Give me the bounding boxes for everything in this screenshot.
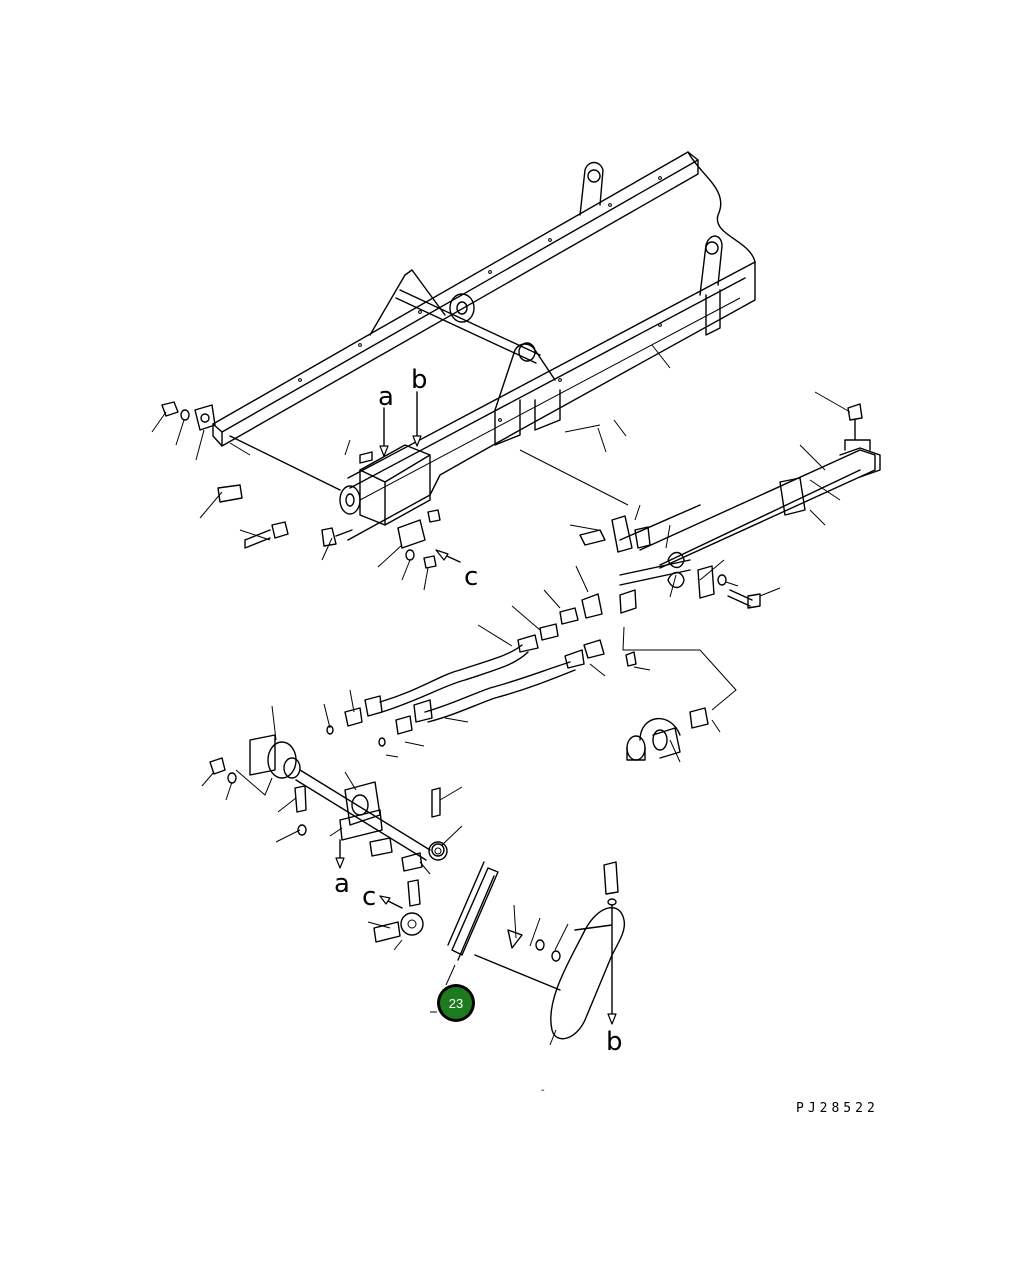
- leader-lines-motor: [201, 705, 463, 875]
- hydraulic-cylinder-right: [579, 403, 881, 614]
- view-letter-a-bottom: a: [334, 869, 350, 899]
- callout-badge-label: 23: [449, 996, 463, 1011]
- leader-lines-top: [151, 344, 671, 591]
- view-letter-c-right: c: [464, 562, 478, 592]
- callout-badge-fill: [440, 987, 472, 1019]
- leader-lines-hoses: [323, 565, 606, 758]
- view-letter-c-bottom: c: [362, 882, 376, 912]
- chain-guard-cover: [474, 861, 626, 1046]
- drive-housing: [339, 444, 431, 526]
- cross-shaft: [369, 269, 561, 446]
- view-arrow-a-bottom: [335, 839, 345, 869]
- cap-and-loop: [626, 707, 721, 763]
- drawing-number: PJ28522: [796, 1101, 879, 1116]
- view-arrow-b-bottom: [607, 904, 617, 1025]
- view-letter-b-top: b: [411, 365, 428, 395]
- hydraulic-motor: [209, 734, 445, 872]
- sprocket-lower: [367, 879, 424, 951]
- leader-lines-right: [569, 391, 851, 711]
- view-arrow-a-top: [379, 407, 389, 457]
- view-letter-b-bottom: b: [606, 1027, 623, 1057]
- drive-chain: [445, 861, 499, 986]
- hydraulic-hoses: [326, 593, 637, 747]
- view-letter-a-top: a: [378, 382, 394, 412]
- lift-bracket-top: [579, 161, 723, 336]
- view-arrow-c-bottom: [379, 895, 403, 909]
- callout-badge-23[interactable]: 23: [430, 984, 475, 1022]
- footer-mark: -: [541, 1085, 545, 1096]
- main-frame-beam: [212, 151, 756, 541]
- hardware-left-group: [161, 401, 441, 569]
- sprocket-upper: [428, 841, 448, 861]
- view-arrow-c-right: [435, 549, 461, 563]
- view-arrow-b-top: [412, 391, 422, 447]
